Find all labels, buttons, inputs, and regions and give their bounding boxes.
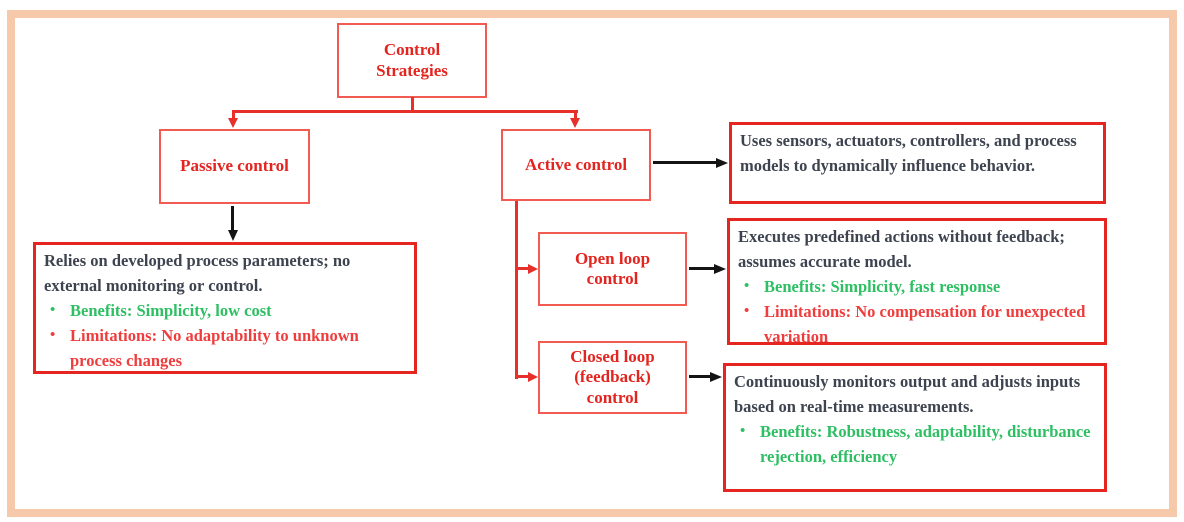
description-active-control-text: Uses sensors, actuators, controllers, an…	[740, 131, 1077, 175]
arrow-closed-loop-to-description	[689, 375, 712, 378]
arrowhead-open-loop-description-icon	[714, 263, 726, 274]
node-closed-loop-control: Closed loop (feedback) control	[538, 341, 687, 414]
node-closed-loop-control-label: Closed loop (feedback) control	[570, 347, 655, 407]
arrowhead-to-closed-loop-icon	[528, 371, 538, 382]
connector-root-stub	[411, 97, 414, 113]
arrowhead-active-description-icon	[716, 157, 728, 168]
description-closed-loop-text: Continuously monitors output and adjusts…	[734, 372, 1081, 416]
description-open-loop-text: Executes predefined actions without feed…	[738, 227, 1065, 271]
bullet-icon: •	[740, 423, 746, 439]
passive-benefits-text: Benefits: Simplicity, low cost	[70, 301, 272, 320]
node-passive-control: Passive control	[159, 129, 310, 204]
bullet-icon: •	[50, 302, 56, 318]
connector-active-vertical	[515, 201, 518, 379]
node-active-control-label: Active control	[524, 154, 628, 174]
passive-limitations-item: • Limitations: No adaptability to unknow…	[44, 323, 408, 373]
connector-branch-to-closed-loop	[515, 375, 530, 378]
open-loop-benefits-text: Benefits: Simplicity, fast response	[764, 277, 1001, 296]
open-loop-limitations-item: • Limitations: No compensation for unexp…	[738, 299, 1098, 349]
connector-drop-to-passive	[232, 110, 235, 119]
description-passive-control-text: Relies on developed process parameters; …	[44, 251, 351, 295]
node-control-strategies: Control Strategies	[337, 23, 487, 98]
description-open-loop: Executes predefined actions without feed…	[727, 218, 1107, 346]
description-active-control: Uses sensors, actuators, controllers, an…	[729, 122, 1106, 204]
node-control-strategies-label: Control Strategies	[376, 40, 448, 80]
closed-loop-benefits-item: • Benefits: Robustness, adaptability, di…	[734, 419, 1098, 469]
node-open-loop-control: Open loop control	[538, 232, 687, 306]
arrowhead-passive-description-icon	[227, 230, 238, 241]
open-loop-benefits-item: • Benefits: Simplicity, fast response	[738, 274, 1098, 299]
connector-branch-to-open-loop	[515, 267, 530, 270]
node-open-loop-control-label: Open loop control	[574, 248, 651, 288]
bullet-icon: •	[744, 278, 750, 294]
node-active-control: Active control	[501, 129, 651, 201]
arrow-active-to-description	[653, 161, 717, 164]
bullet-icon: •	[50, 327, 56, 343]
arrow-open-loop-to-description	[689, 267, 715, 270]
bullet-icon: •	[744, 303, 750, 319]
arrowhead-closed-loop-description-icon	[710, 371, 722, 382]
open-loop-limitations-text: Limitations: No compensation for unexpec…	[764, 302, 1086, 346]
arrowhead-to-passive-icon	[228, 118, 238, 128]
connector-root-horizontal	[232, 110, 578, 113]
passive-benefits-item: • Benefits: Simplicity, low cost	[44, 298, 408, 323]
node-passive-control-label: Passive control	[180, 156, 289, 176]
arrowhead-to-active-icon	[570, 118, 580, 128]
passive-limitations-text: Limitations: No adaptability to unknown …	[70, 326, 359, 370]
description-passive-control: Relies on developed process parameters; …	[33, 242, 417, 374]
arrow-passive-to-description	[231, 206, 234, 231]
closed-loop-benefits-text: Benefits: Robustness, adaptability, dist…	[760, 422, 1091, 466]
arrowhead-to-open-loop-icon	[528, 263, 538, 274]
description-closed-loop: Continuously monitors output and adjusts…	[723, 363, 1107, 492]
connector-drop-to-active	[574, 110, 577, 119]
